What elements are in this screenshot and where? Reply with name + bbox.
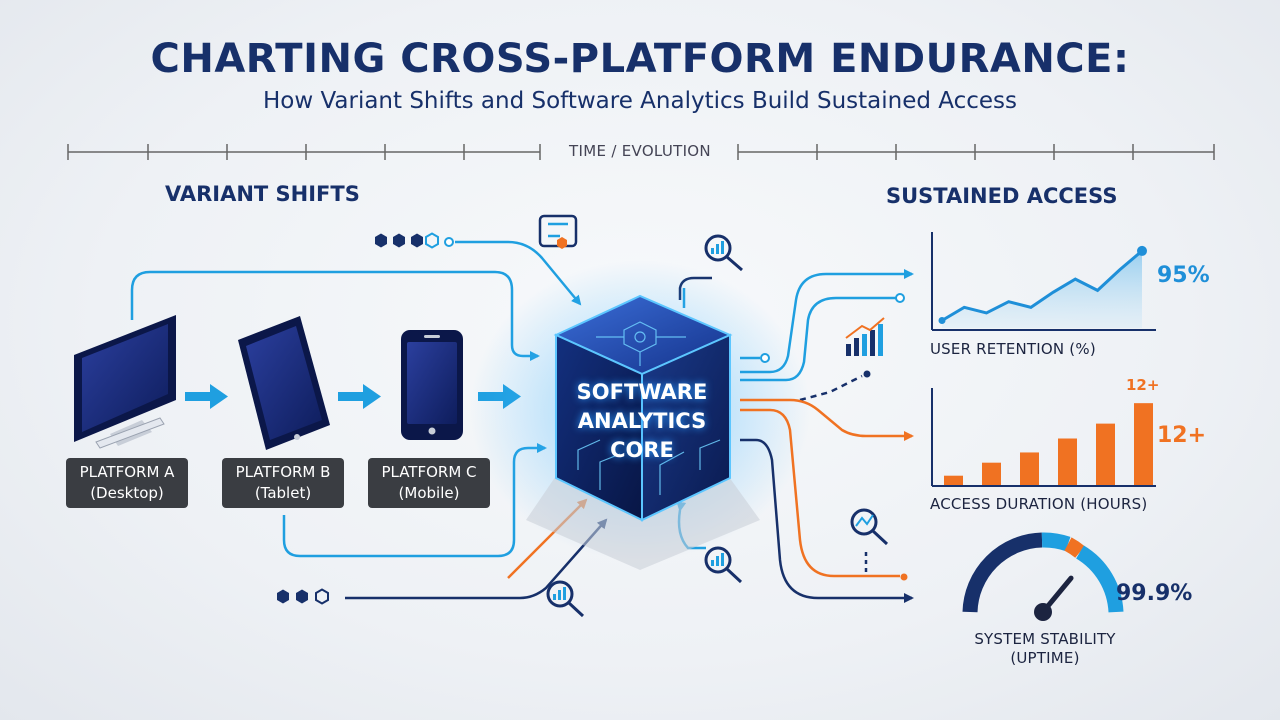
duration-label: ACCESS DURATION (HOURS) (930, 495, 1148, 513)
platform-b-name: PLATFORM B (235, 463, 331, 481)
analytics-core-cube (470, 260, 810, 570)
timeline-label: TIME / EVOLUTION (569, 142, 711, 160)
timeline-axis (67, 144, 1215, 160)
phone-icon (401, 330, 463, 440)
duration-bar (1096, 423, 1115, 485)
retention-start-point (938, 316, 946, 324)
magnifier-chart-icon (546, 580, 585, 618)
duration-bar (1058, 438, 1077, 485)
variant-shifts-heading: VARIANT SHIFTS (165, 182, 360, 206)
page-title: CHARTING CROSS-PLATFORM ENDURANCE: (150, 36, 1130, 82)
retention-chart (931, 232, 1156, 331)
duration-bar (1020, 452, 1039, 485)
magnifier-chart-icon (704, 234, 743, 272)
core-label-line2: ANALYTICS (577, 409, 707, 433)
tablet-icon (238, 316, 330, 450)
platform-a-label: PLATFORM A (Desktop) (66, 458, 188, 508)
bar-chart-icon (845, 317, 885, 356)
duration-bar-label: 12+ (1126, 376, 1160, 394)
platform-a-name: PLATFORM A (79, 463, 175, 481)
retention-line (941, 249, 1143, 322)
platform-c-label: PLATFORM C (Mobile) (368, 458, 490, 508)
sustained-access-heading: SUSTAINED ACCESS (886, 184, 1118, 208)
hex-cluster-top (375, 232, 454, 249)
retention-value: 95% (1157, 263, 1210, 288)
retention-end-point (1137, 245, 1147, 256)
duration-bar (1134, 403, 1153, 485)
output-connectors (740, 269, 914, 603)
duration-bar (944, 475, 963, 485)
stability-label: SYSTEM STABILITY (UPTIME) (940, 630, 1150, 668)
core-label-line3: CORE (610, 438, 674, 462)
platform-c-kind: (Mobile) (398, 484, 460, 502)
platform-b-kind: (Tablet) (254, 484, 312, 502)
platform-c-name: PLATFORM C (381, 463, 477, 481)
magnifier-chart-icon (704, 546, 743, 584)
stability-label-line1: SYSTEM STABILITY (974, 630, 1116, 648)
duration-bar (982, 462, 1001, 485)
hex-cluster-bottom (277, 588, 329, 605)
desktop-icon (74, 315, 176, 449)
stability-label-line2: (UPTIME) (1010, 649, 1080, 667)
connection-node-icon (538, 214, 578, 249)
duration-chart (931, 388, 1156, 487)
stability-value: 99.9% (1116, 581, 1193, 606)
core-label-line1: SOFTWARE (576, 380, 708, 404)
platform-a-kind: (Desktop) (90, 484, 164, 502)
core-label: SOFTWARE ANALYTICS CORE (552, 378, 732, 465)
platform-b-label: PLATFORM B (Tablet) (222, 458, 344, 508)
duration-value: 12+ (1157, 423, 1207, 448)
retention-area (942, 250, 1142, 328)
page-subtitle: How Variant Shifts and Software Analytic… (262, 88, 1018, 114)
retention-label: USER RETENTION (%) (930, 340, 1096, 358)
stability-gauge (962, 532, 1124, 621)
magnifier-trend-icon (850, 508, 889, 546)
